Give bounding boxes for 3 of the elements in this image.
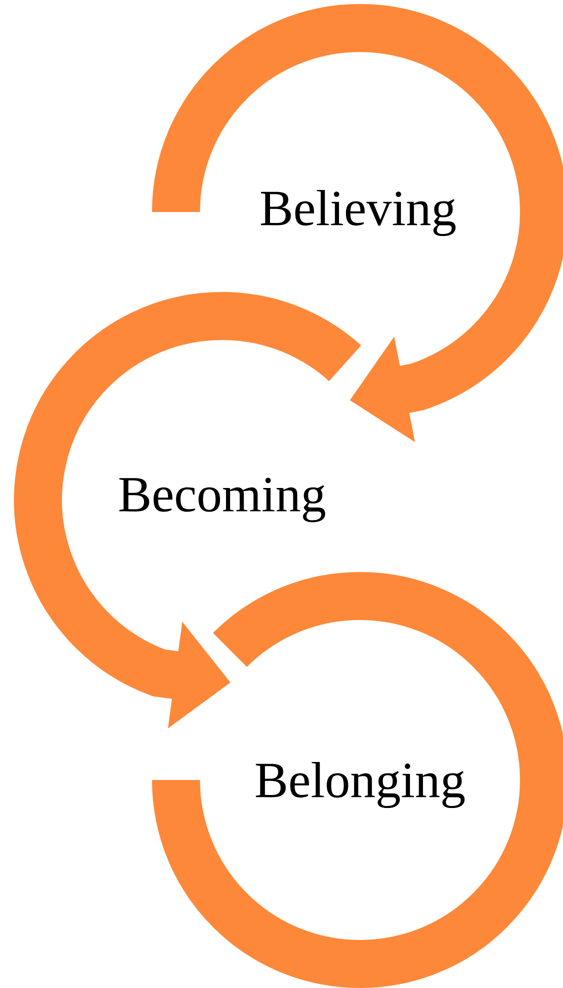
stage-label: Belonging <box>256 762 465 808</box>
stage-label: Becoming <box>119 478 326 522</box>
stage-label: Believing <box>260 190 456 236</box>
